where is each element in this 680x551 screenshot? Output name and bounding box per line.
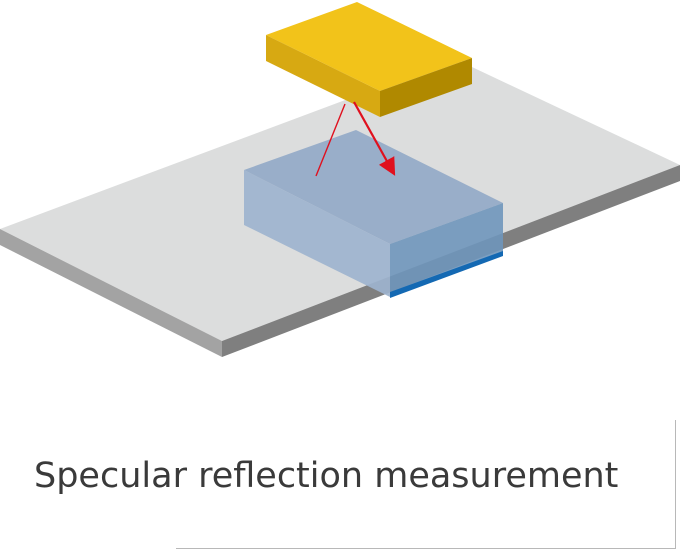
sample-right-face	[390, 203, 503, 297]
reflected-beam	[353, 101, 396, 176]
sensor-top-face	[266, 2, 472, 91]
measurement-diagram	[0, 2, 680, 357]
sensor-front-face	[380, 58, 472, 117]
sensor-left-face	[266, 35, 380, 117]
incident-beam	[315, 103, 346, 177]
plate-front-edge	[0, 229, 222, 357]
sample-left-face	[244, 170, 390, 297]
sensor-head	[266, 2, 472, 117]
sample-block	[244, 130, 503, 298]
caption-frame	[176, 420, 676, 549]
diagram-caption: Specular reflection measurement	[34, 456, 619, 496]
sample-bottom-edge	[390, 251, 503, 298]
sample-top-face	[244, 130, 503, 244]
light-beams	[315, 101, 396, 177]
